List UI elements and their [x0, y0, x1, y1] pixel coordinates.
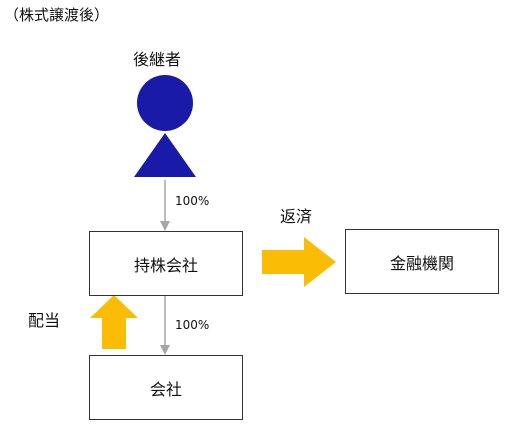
financial-institution-label: 金融機関: [389, 253, 454, 273]
company-label: 会社: [149, 379, 182, 399]
ownership-connector-bottom: [160, 296, 170, 355]
financial-institution-box: 金融機関: [345, 229, 499, 294]
dividend-label: 配当: [28, 311, 61, 330]
person-head: [137, 75, 193, 131]
person-body: [134, 133, 196, 177]
holding-company-label: 持株会社: [133, 255, 198, 275]
company-box: 会社: [89, 355, 243, 420]
repayment-arrow: [262, 237, 336, 287]
repayment-label: 返済: [280, 207, 313, 226]
ownership-connector-top: [160, 180, 170, 231]
person-icon: [134, 75, 196, 177]
page-title: （株式譲渡後）: [4, 6, 110, 24]
ownership-percent-top: 100%: [175, 194, 210, 208]
successor-label: 後継者: [133, 50, 182, 69]
ownership-percent-bottom: 100%: [175, 318, 210, 332]
dividend-arrow: [90, 295, 138, 349]
holding-company-box: 持株会社: [89, 231, 243, 296]
